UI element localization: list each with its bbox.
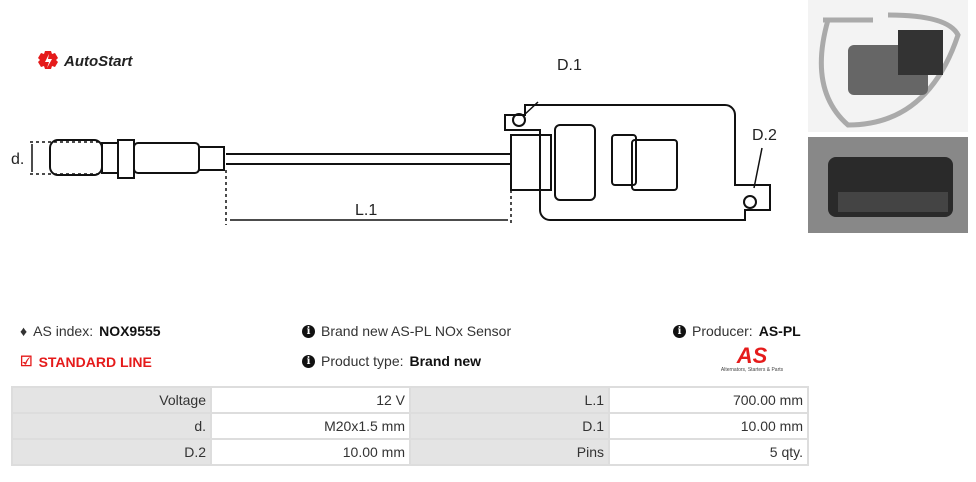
info-icon: i <box>673 324 686 338</box>
info-icon: i <box>302 354 315 368</box>
autostart-logo: AutoStart <box>37 50 132 72</box>
info-icon: i <box>302 324 315 338</box>
label-l1: L.1 <box>355 202 377 219</box>
as-pl-logo: AS Alternators, Starters & Parts <box>720 343 784 374</box>
gear-bolt-icon <box>38 51 58 69</box>
label-d2: D.2 <box>752 127 777 144</box>
connector-photo <box>808 137 968 233</box>
sensor-diagram: d. L.1 D.1 D.2 <box>11 57 777 225</box>
product-photo <box>808 0 968 132</box>
label-d1: D.1 <box>557 57 582 74</box>
as-index: ♦AS index:NOX9555 <box>20 323 161 339</box>
check-square-icon: ☑ <box>20 353 33 369</box>
standard-line-badge: ☑STANDARD LINE <box>20 353 152 370</box>
label-d: d. <box>11 151 24 168</box>
tags-icon: ♦ <box>20 323 28 339</box>
